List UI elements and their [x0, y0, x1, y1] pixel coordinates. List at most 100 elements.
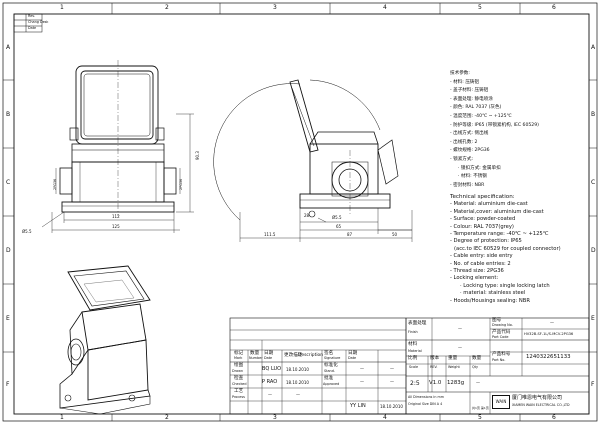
company-name-en: XIAMEN WAIN ELECTRICAL CO.,LTD: [512, 403, 570, 407]
row-marker-b-right: B: [591, 111, 596, 118]
finish-label-cn: 表面处理: [408, 321, 427, 326]
spec-cn-line: - 出线方式: 侧出线: [450, 131, 489, 137]
rev-label-en: REV.: [430, 365, 438, 369]
spec-cn-line: · 材料: 不锈钢: [458, 174, 487, 180]
row-drawn-role2-en: Stand.: [324, 369, 335, 373]
row-marker-f: F: [6, 381, 10, 388]
drawing-no-label-cn: 图号: [492, 318, 502, 323]
row-marker-e-right: E: [591, 315, 595, 322]
dim-side-hole: Ø5.5: [332, 215, 342, 220]
chang-desk-label: Chang Desk: [28, 20, 49, 24]
col-marker-3-bottom: 3: [273, 414, 277, 421]
row-process-date2: 18.10.2010: [380, 404, 403, 409]
number-label-en: Number: [249, 356, 263, 360]
scale-label-en: Scale: [409, 365, 419, 369]
spec-en-line: - Cable entry: side entry: [450, 253, 513, 260]
rev-label: Rev.: [28, 14, 36, 18]
tolerance-note-1: All Dimensions in mm: [408, 395, 444, 399]
row-marker-c-right: C: [591, 179, 596, 186]
side-dimensions: [239, 208, 413, 242]
dim-front-right-pg: 2PG36: [179, 178, 183, 190]
rev-label-cn: 版本: [430, 356, 440, 361]
spec-cn-line: - 温度范围: -40℃ ~ +125℃: [450, 113, 512, 119]
number-label-cn: 数量: [250, 351, 260, 356]
spec-en-line: - Colour: RAL 7037(grey): [450, 223, 514, 230]
sheet-info: 共1页 第1页: [472, 406, 489, 410]
col-marker-1-bottom: 1: [60, 414, 64, 421]
row-process-date: —: [296, 392, 300, 397]
col-marker-4-bottom: 4: [383, 414, 387, 421]
row-drawn-sig: —: [360, 366, 364, 371]
rev-value: V1.0: [429, 380, 442, 386]
col-marker-1: 1: [60, 4, 64, 11]
spec-cn-block: 技术参数: - 材料: 压铸铝 - 盖子材料: 压铸铝 - 表面处理: 静电喷涂…: [450, 70, 580, 190]
sign-label-en: Signature: [324, 356, 341, 360]
drawing-no-value: —: [550, 320, 554, 325]
qty-label-en: Qty: [472, 365, 479, 369]
spec-cn-line: - 材料: 压铸铝: [450, 79, 480, 85]
row-process-role-en: Process: [232, 395, 245, 399]
title-block-grid: [229, 317, 590, 415]
part-code-label-cn: 产品代码: [492, 330, 511, 335]
spec-en-line: - Degree of protection: IP65: [450, 238, 522, 245]
material-label-cn: 材料: [408, 342, 418, 347]
qty-value: —: [476, 380, 480, 385]
dim-front-outer-width: 125: [112, 224, 120, 229]
row-process-name: —: [268, 392, 272, 397]
tolerance-note-2: Original Size DIN A 4: [408, 402, 443, 406]
material-value: —: [458, 345, 462, 350]
scale-label-cn: 比例: [408, 356, 418, 361]
row-checked-role2-cn: 批准: [324, 376, 334, 381]
col-marker-5: 5: [478, 4, 482, 11]
row-marker-b: B: [6, 111, 11, 118]
row-marker-d-right: D: [591, 247, 596, 254]
weight-label-cn: 重量: [448, 356, 458, 361]
row-process-sig: YY LIN: [350, 403, 366, 409]
spec-en-line: - Surface: powder-coated: [450, 216, 516, 223]
row-marker-f-right: F: [591, 381, 595, 388]
row-drawn-date: 18.10.2010: [286, 367, 309, 372]
spec-en-line: - Temperature range: -40℃ ~ +125℃: [450, 231, 549, 238]
spec-cn-line: - 盖子材料: 压铸铝: [450, 88, 489, 94]
revision-strip: [13, 13, 43, 33]
spec-cn-line: - 锁紧方式:: [450, 156, 474, 162]
front-dimensions: [41, 113, 194, 233]
col-marker-2: 2: [165, 4, 169, 11]
spec-en-line: - No. of cable entries: 2: [450, 260, 511, 267]
row-drawn-date2: —: [390, 366, 394, 371]
date2-label-en: Date: [348, 356, 357, 360]
dim-front-inner-width: 112: [112, 214, 120, 219]
dim-front-height: 90.3: [195, 151, 200, 160]
date-label: Date: [28, 26, 37, 30]
scale-value: 2:5: [410, 380, 420, 387]
zone-ticks: [3, 3, 597, 421]
row-checked-date: 18.10.2010: [286, 380, 309, 385]
row-drawn-role2-cn: 标准化: [324, 363, 338, 368]
col-marker-3: 3: [273, 4, 277, 11]
finish-label-en: Finish: [408, 330, 418, 334]
iso-view: [59, 265, 151, 415]
row-drawn-role-en: Drawn: [232, 369, 244, 373]
dim-side-28: 28: [304, 213, 310, 218]
spec-cn-line: - 颜色: RAL 7037 (灰色): [450, 105, 502, 111]
company-logo: WAIN: [492, 395, 510, 409]
date-label-en: Date: [264, 356, 273, 360]
mark-label-en: Mark: [234, 356, 243, 360]
mark-label-cn: 标记: [234, 351, 244, 356]
weight-value: 1283g: [447, 380, 465, 386]
desc-label-en: Description: [298, 353, 324, 358]
spec-cn-line: · 锁扣方式: 金属单扣: [458, 165, 501, 171]
spec-en-block: Technical specification: - Material: alu…: [450, 194, 585, 305]
spec-en-line: - Locking element:: [450, 275, 499, 282]
sign-label-cn: 签名: [324, 351, 334, 356]
side-view: [213, 79, 399, 221]
row-marker-a-right: A: [591, 44, 596, 51]
spec-en-line: (acc.to IEC 60529 for coupled connector): [454, 245, 561, 252]
part-no-label-cn: 产品料号: [492, 352, 511, 357]
spec-en-line: - Thread size: 2PG36: [450, 268, 504, 275]
row-marker-e: E: [6, 315, 10, 322]
row-checked-role-en: Checked: [232, 382, 247, 386]
row-marker-d: D: [6, 247, 11, 254]
row-process-role-cn: 工艺: [234, 389, 244, 394]
